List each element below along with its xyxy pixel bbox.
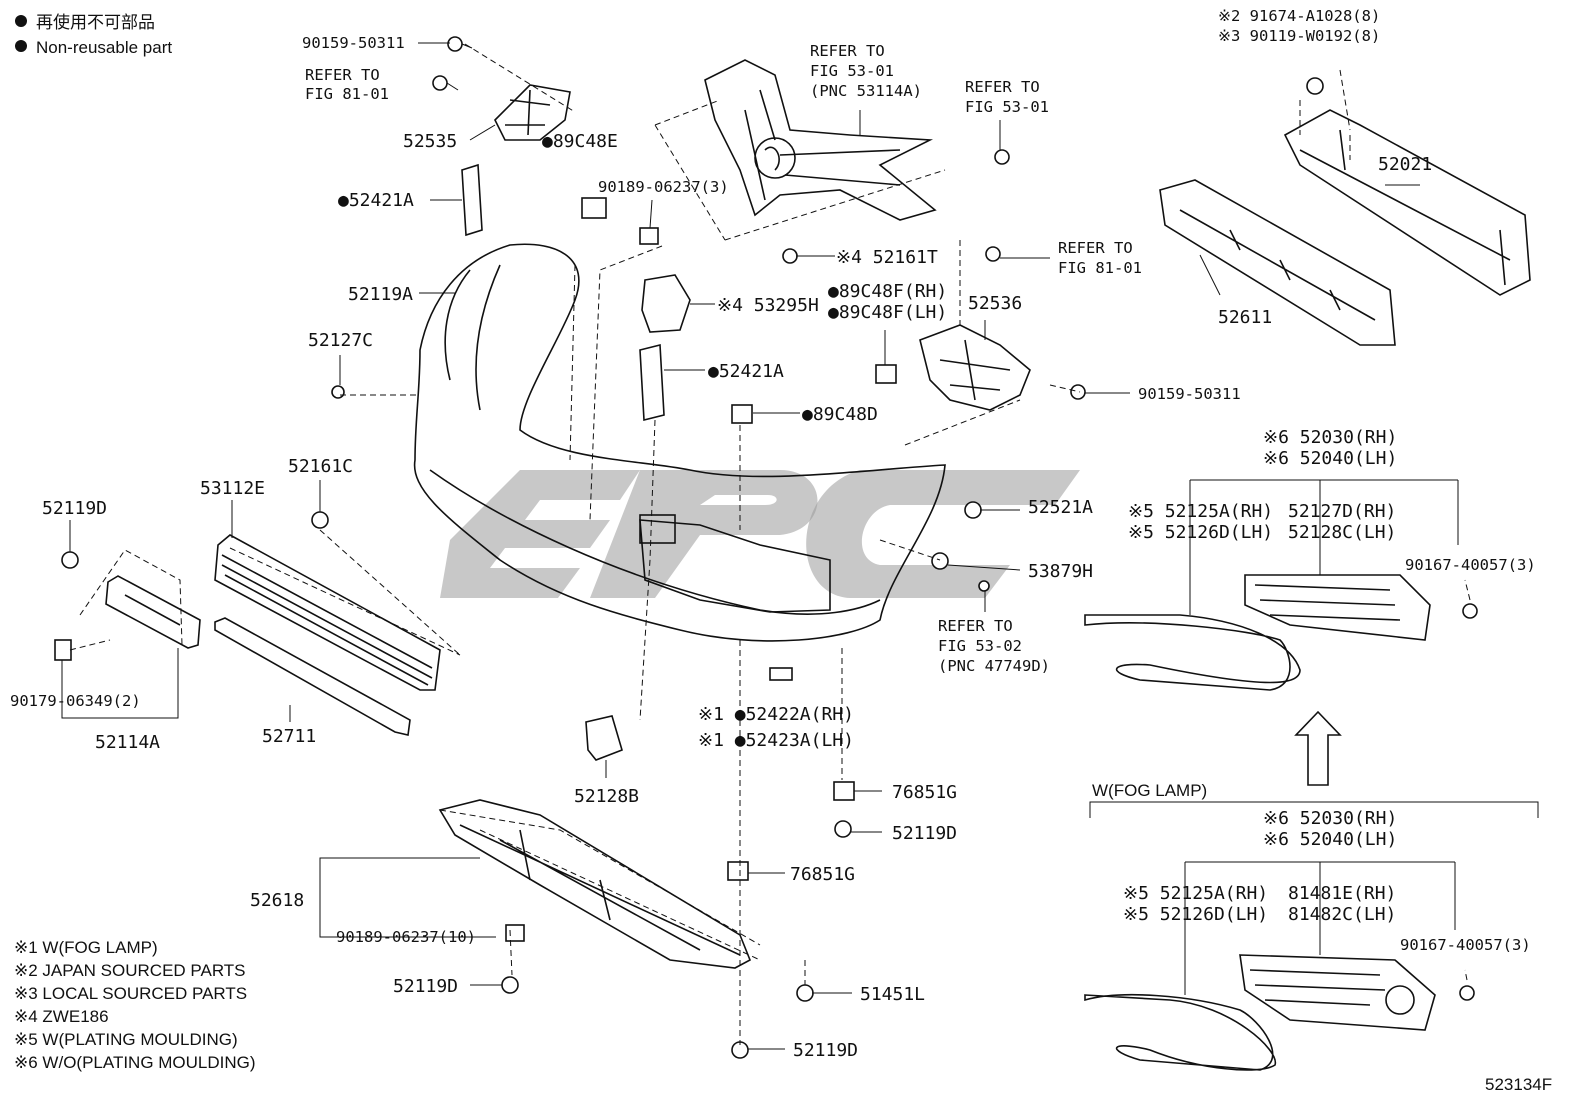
label-52128B: 52128B: [574, 786, 639, 807]
label-52611: 52611: [1218, 307, 1272, 328]
label-90189-06237-10: 90189-06237(10): [336, 928, 476, 946]
label-bot-52125A: ※5 52125A(RH): [1123, 883, 1268, 904]
footnote-3: ※3 LOCAL SOURCED PARTS: [14, 984, 247, 1003]
label-bot-81482C: 81482C(LH): [1288, 904, 1396, 925]
label-top-52128C: 52128C(LH): [1288, 522, 1396, 543]
label-refer-fig53-grille-3: (PNC 53114A): [810, 82, 922, 100]
label-refer-fig53-02-3: (PNC 47749D): [938, 657, 1050, 675]
label-52119A: 52119A: [348, 284, 413, 305]
label-top-90167: 90167-40057(3): [1405, 556, 1536, 574]
label-bot-90167: 90167-40057(3): [1400, 936, 1531, 954]
diagram-code: 523134F: [1485, 1075, 1552, 1094]
label-refer-fig53-right-2: FIG 53-01: [965, 98, 1049, 116]
cover-52128B-illustration: [585, 715, 623, 761]
part-labels: 90159-50311 REFER TO FIG 81-01 52535 ●89…: [10, 7, 1536, 1061]
label-89C48E: ●89C48E: [542, 131, 618, 152]
label-52119D-bot: 52119D: [793, 1040, 858, 1061]
legend: 再使用不可部品 Non-reusable part: [15, 12, 172, 57]
label-top-52030: ※6 52030(RH): [1263, 427, 1397, 448]
label-wfog-title: W(FOG LAMP): [1092, 781, 1207, 800]
label-90159-50311-mid: 90159-50311: [1138, 385, 1241, 403]
label-52711: 52711: [262, 726, 316, 747]
label-52161T: ※4 52161T: [836, 247, 938, 268]
bumper-cover-illustration: [413, 243, 946, 642]
undercover-52618-illustration: [438, 799, 752, 969]
label-refer-fig53-02-1: REFER TO: [938, 617, 1013, 635]
label-bot-52030: ※6 52030(RH): [1263, 808, 1397, 829]
grille-illustration: [704, 59, 937, 221]
label-52161C: 52161C: [288, 456, 353, 477]
retainer-53295H-illustration: [641, 274, 691, 333]
label-90189-06237-3: 90189-06237(3): [598, 178, 729, 196]
label-90179-06349: 90179-06349(2): [10, 692, 141, 710]
label-52021: 52021: [1378, 154, 1432, 175]
label-89C48D: ●89C48D: [802, 404, 878, 425]
label-52521A: 52521A: [1028, 497, 1093, 518]
label-89C48F-RH: ●89C48F(RH): [828, 281, 947, 302]
reinforcement-52021-illustration: [1283, 109, 1531, 296]
legend-en: Non-reusable part: [36, 38, 172, 57]
label-53879H: 53879H: [1028, 561, 1093, 582]
watermark-logo: [440, 470, 1080, 598]
label-refer-fig81-mid-2: FIG 81-01: [1058, 259, 1142, 277]
label-52618: 52618: [250, 890, 304, 911]
label-52421A-mid: ●52421A: [708, 361, 784, 382]
plate-bracket-52114A-illustration: [105, 575, 201, 649]
label-90159-50311-top: 90159-50311: [302, 34, 405, 52]
label-53112E: 53112E: [200, 478, 265, 499]
lower-grille-53112E-illustration: [214, 534, 441, 691]
label-refer-fig81-top-2: FIG 81-01: [305, 85, 389, 103]
label-52423A: ※1 ●52423A(LH): [698, 730, 854, 751]
fasteners-illustration: [54, 36, 1478, 1059]
assembly-lines: [69, 43, 1471, 1045]
footnote-2: ※2 JAPAN SOURCED PARTS: [14, 961, 246, 980]
label-52536: 52536: [968, 293, 1022, 314]
spacer-52421A-mid-illustration: [639, 343, 665, 422]
label-refer-fig81-top-1: REFER TO: [305, 66, 380, 84]
label-refer-fig53-grille-2: FIG 53-01: [810, 62, 894, 80]
leader-lines: [61, 42, 1539, 1050]
fog-cover-bottom-group-illustration: [1084, 954, 1436, 1071]
up-arrow-icon: [1294, 710, 1342, 786]
label-52535: 52535: [403, 131, 457, 152]
label-76851G-top: 76851G: [892, 782, 957, 803]
bracket-52535-illustration: [494, 84, 571, 141]
spacer-52421A-left-illustration: [461, 163, 483, 237]
label-bot-52126D: ※5 52126D(LH): [1123, 904, 1268, 925]
label-refer-fig53-right-1: REFER TO: [965, 78, 1040, 96]
footnote-4: ※4 ZWE186: [14, 1007, 109, 1026]
side-bracket-52536-illustration: [919, 324, 1031, 411]
label-bot-52040: ※6 52040(LH): [1263, 829, 1397, 850]
label-refer-fig53-02-2: FIG 53-02: [938, 637, 1022, 655]
label-52127C: 52127C: [308, 330, 373, 351]
footnote-5: ※5 W(PLATING MOULDING): [14, 1030, 238, 1049]
label-bot-81481E: 81481E(RH): [1288, 883, 1396, 904]
label-52422A: ※1 ●52422A(RH): [698, 704, 854, 725]
label-89C48F-LH: ●89C48F(LH): [828, 302, 947, 323]
label-52421A-left: ●52421A: [338, 190, 414, 211]
label-390119: ※3 90119-W0192(8): [1218, 27, 1380, 45]
label-51451L: 51451L: [860, 984, 925, 1005]
label-top-52126D: ※5 52126D(LH): [1128, 522, 1273, 543]
label-refer-fig81-mid-1: REFER TO: [1058, 239, 1133, 257]
label-53295H: ※4 53295H: [717, 295, 819, 316]
label-refer-fig53-grille-1: REFER TO: [810, 42, 885, 60]
footnotes: ※1 W(FOG LAMP) ※2 JAPAN SOURCED PARTS ※3…: [14, 938, 256, 1072]
legend-jp: 再使用不可部品: [36, 12, 155, 32]
label-top-52127D: 52127D(RH): [1288, 501, 1396, 522]
moulding-52711-illustration: [214, 617, 411, 736]
label-52114A: 52114A: [95, 732, 160, 753]
label-52119D-left: 52119D: [42, 498, 107, 519]
fog-cover-top-group-illustration: [1084, 574, 1431, 691]
label-52119D-bot-left: 52119D: [393, 976, 458, 997]
label-52119D-mid: 52119D: [892, 823, 957, 844]
label-top-52040: ※6 52040(LH): [1263, 448, 1397, 469]
label-top-52125A: ※5 52125A(RH): [1128, 501, 1273, 522]
label-291674: ※2 91674-A1028(8): [1218, 7, 1380, 25]
footnote-6: ※6 W/O(PLATING MOULDING): [14, 1053, 256, 1072]
footnote-1: ※1 W(FOG LAMP): [14, 938, 158, 957]
label-76851G-bot: 76851G: [790, 864, 855, 885]
absorber-52611-illustration: [1159, 179, 1396, 346]
